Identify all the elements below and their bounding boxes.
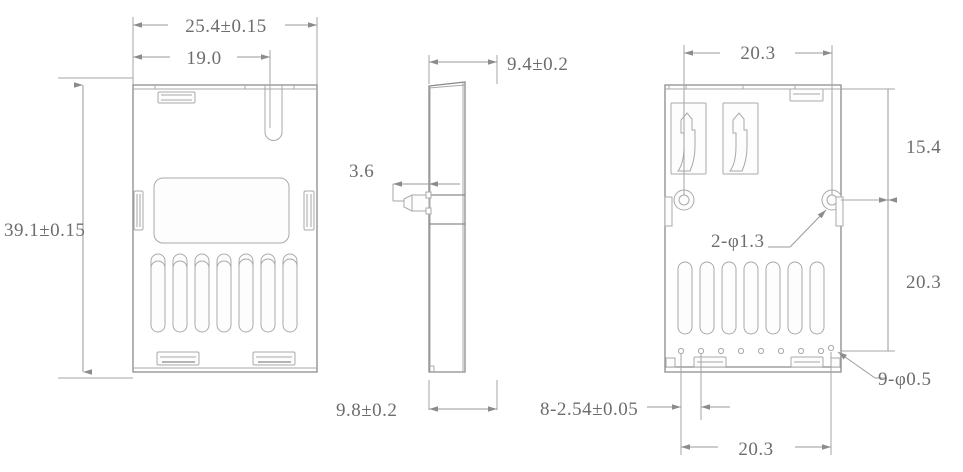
- bottom-view-geometry: [664, 84, 844, 373]
- front-slot-group: [150, 253, 298, 333]
- dim-bottom-height-lower: 20.3: [906, 272, 941, 293]
- side-view-dimensions: [392, 55, 498, 412]
- bottom-view-dimensions: [647, 45, 897, 455]
- dim-side-step: 3.6: [349, 161, 374, 182]
- dim-pin-pitch: 8-2.54±0.05: [540, 399, 638, 420]
- callout-pin-holes: 9-φ0.5: [878, 369, 932, 390]
- bottom-slot-group: [677, 261, 825, 335]
- front-view-dimensions: [58, 17, 318, 379]
- bottom-pin-hole-group: [677, 344, 835, 355]
- dim-bottom-width-top: 20.3: [740, 43, 775, 64]
- front-view-geometry: [132, 84, 318, 373]
- callout-screw-holes: 2-φ1.3: [711, 231, 765, 252]
- side-view-geometry: [403, 81, 466, 373]
- dim-side-depth-top: 9.4±0.2: [507, 54, 568, 75]
- dim-front-height-overall: 39.1±0.15: [4, 220, 85, 241]
- dim-front-width-overall: 25.4±0.15: [185, 16, 266, 37]
- dim-side-depth-bottom: 9.8±0.2: [336, 400, 397, 421]
- dim-bottom-height-upper: 15.4: [906, 137, 941, 158]
- dim-bottom-width-lower: 20.3: [738, 439, 773, 460]
- dim-front-width-inner: 19.0: [186, 48, 221, 69]
